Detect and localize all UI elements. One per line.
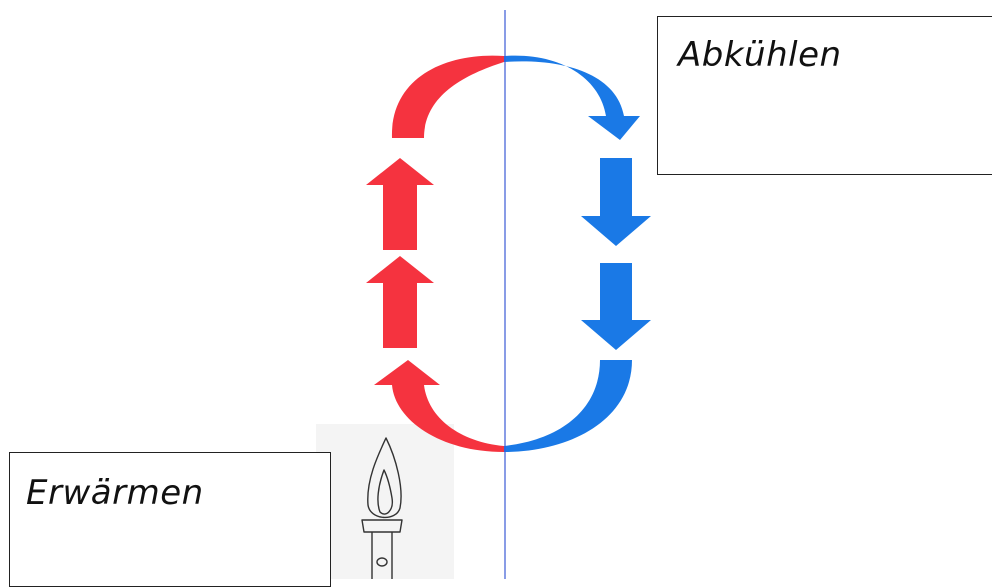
heating-label-box: Erwärmen bbox=[9, 452, 331, 587]
bunsen-burner-icon bbox=[361, 437, 403, 579]
cooling-label: Abkühlen bbox=[678, 35, 842, 75]
cooling-label-box: Abkühlen bbox=[657, 16, 992, 175]
warm-up-arrow-lower bbox=[366, 256, 434, 348]
warm-up-arrow-upper bbox=[366, 158, 434, 250]
cold-bottom-arc-arrow bbox=[504, 360, 632, 452]
cold-down-arrow-upper bbox=[581, 158, 651, 246]
burner-backdrop bbox=[316, 424, 454, 579]
heating-label: Erwärmen bbox=[26, 473, 204, 513]
cold-down-arrow-lower bbox=[581, 263, 651, 350]
warm-top-arc-arrow bbox=[391, 55, 504, 138]
cold-top-arc-arrow bbox=[504, 55, 640, 141]
warm-bottom-arc-arrow bbox=[374, 360, 504, 452]
